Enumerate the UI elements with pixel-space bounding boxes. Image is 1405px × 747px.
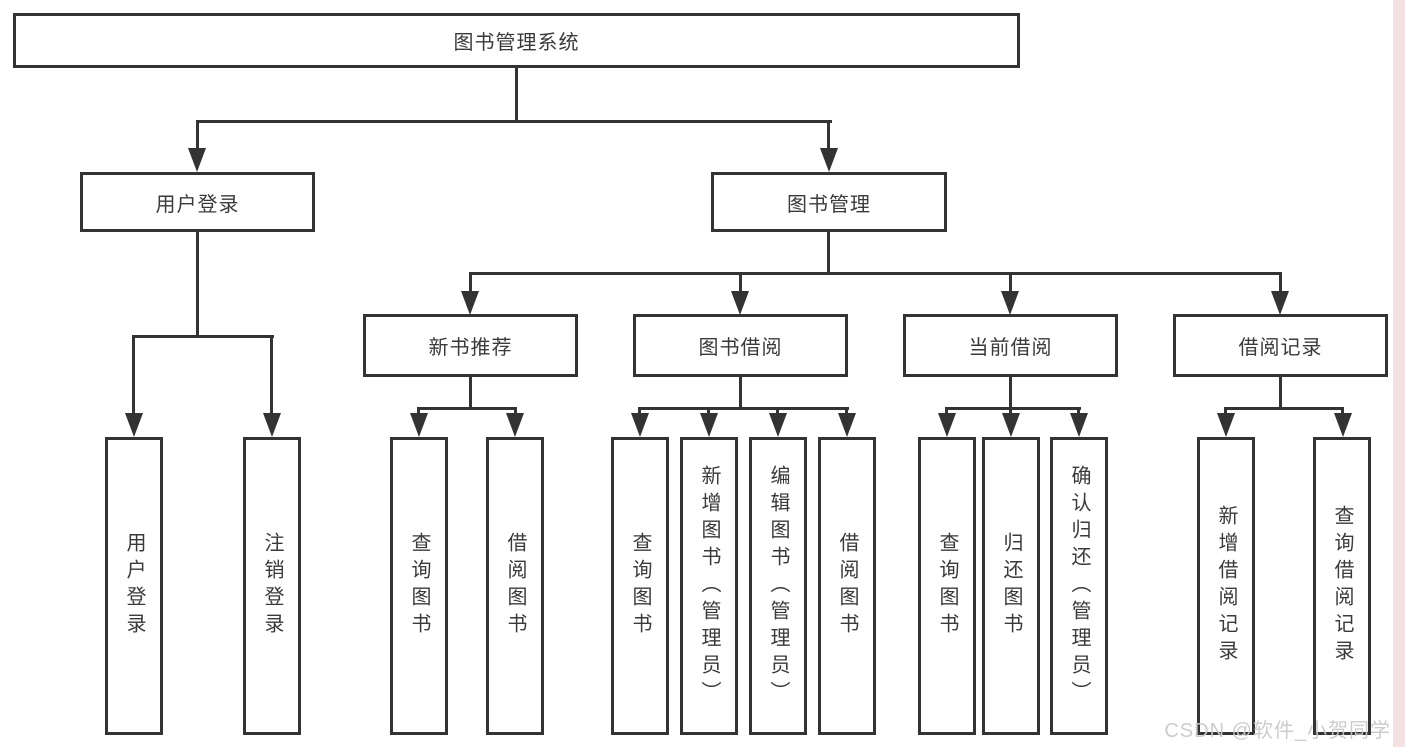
leaf-label: 查询图书 (936, 532, 958, 640)
connector-stem-nb-query (417, 407, 420, 416)
connector-current-borrow-rail (945, 407, 1081, 410)
leaf-bb-borrow-books: 借阅图书 (818, 437, 876, 735)
connector-book-mgmt-trunk (827, 232, 830, 275)
connector-stem-new-books (469, 272, 472, 294)
connector-stem-logout-leaf (270, 335, 273, 416)
connector-root-rail (196, 120, 832, 123)
leaf-bb-edit-books-admin: 编辑图书（管理员） (749, 437, 807, 735)
arrowhead-bb-borrow (838, 413, 856, 437)
leaf-label: 新增图书（管理员） (698, 464, 720, 708)
leaf-label: 确认归还（管理员） (1068, 464, 1090, 708)
arrowhead-current-borrow (1001, 291, 1019, 315)
arrowhead-nb-query (410, 413, 428, 437)
leaf-br-add-record: 新增借阅记录 (1197, 437, 1255, 735)
connector-book-borrow-rail (638, 407, 849, 410)
leaf-label: 查询借阅记录 (1331, 505, 1353, 667)
connector-new-books-rail (417, 407, 517, 410)
leaf-label: 编辑图书（管理员） (767, 464, 789, 708)
node-new-book-recommend: 新书推荐 (363, 314, 578, 377)
connector-stem-book-borrow (739, 272, 742, 294)
connector-stem-nb-borrow (514, 407, 517, 416)
node-label: 图书管理系统 (453, 32, 580, 54)
right-edge-strip (1393, 0, 1405, 747)
connector-new-books-trunk (469, 377, 472, 410)
leaf-cb-confirm-return-admin: 确认归还（管理员） (1050, 437, 1108, 735)
leaf-bb-add-books-admin: 新增图书（管理员） (680, 437, 738, 735)
connector-root-trunk (515, 68, 518, 123)
connector-stem-bb-edit (776, 407, 779, 416)
connector-stem-bb-borrow (845, 407, 848, 416)
arrowhead-br-add (1217, 413, 1235, 437)
connector-stem-user-login (196, 120, 199, 150)
connector-stem-borrow-records (1279, 272, 1282, 294)
leaf-label: 借阅图书 (836, 532, 858, 640)
csdn-watermark: CSDN @软件_小贺同学 (1164, 720, 1391, 742)
node-book-borrowing: 图书借阅 (633, 314, 848, 377)
arrowhead-bb-add (700, 413, 718, 437)
connector-borrow-records-rail (1224, 407, 1344, 410)
connector-book-mgmt-rail (469, 272, 1282, 275)
leaf-cb-return-books: 归还图书 (982, 437, 1040, 735)
connector-stem-book-mgmt (827, 120, 830, 150)
arrowhead-borrow-records (1271, 291, 1289, 315)
arrowhead-bb-query (631, 413, 649, 437)
connector-book-borrow-trunk (739, 377, 742, 410)
leaf-br-query-record: 查询借阅记录 (1313, 437, 1371, 735)
leaf-label: 用户登录 (123, 532, 145, 640)
leaf-label: 归还图书 (1000, 532, 1022, 640)
node-borrowing-records: 借阅记录 (1173, 314, 1388, 377)
arrowhead-cb-return (1002, 413, 1020, 437)
node-current-borrowing: 当前借阅 (903, 314, 1118, 377)
connector-stem-bb-add (707, 407, 710, 416)
connector-stem-cb-confirm (1077, 407, 1080, 416)
connector-stem-login-leaf (132, 335, 135, 416)
connector-borrow-records-trunk (1279, 377, 1282, 410)
node-library-management-system: 图书管理系统 (13, 13, 1020, 68)
connector-stem-cb-query (945, 407, 948, 416)
connector-stem-br-query (1341, 407, 1344, 416)
node-label: 借阅记录 (1238, 337, 1323, 359)
leaf-bb-query-books: 查询图书 (611, 437, 669, 735)
connector-stem-cb-return (1009, 407, 1012, 416)
node-user-login: 用户登录 (80, 172, 315, 232)
node-book-management: 图书管理 (711, 172, 947, 232)
leaf-nb-borrow-books: 借阅图书 (486, 437, 544, 735)
connector-stem-current-borrow (1009, 272, 1012, 294)
leaf-label: 查询图书 (408, 532, 430, 640)
leaf-logout: 注销登录 (243, 437, 301, 735)
arrowhead-logout-leaf (263, 413, 281, 437)
leaf-nb-query-books: 查询图书 (390, 437, 448, 735)
arrowhead-new-books (461, 291, 479, 315)
arrowhead-user-login (188, 148, 206, 172)
leaf-label: 查询图书 (629, 532, 651, 640)
leaf-cb-query-books: 查询图书 (918, 437, 976, 735)
connector-current-borrow-trunk (1009, 377, 1012, 410)
node-label: 新书推荐 (428, 337, 513, 359)
connector-user-login-trunk (196, 232, 199, 338)
node-label: 当前借阅 (968, 337, 1053, 359)
arrowhead-book-mgmt (820, 148, 838, 172)
leaf-label: 注销登录 (261, 532, 283, 640)
arrowhead-book-borrow (731, 291, 749, 315)
node-label: 图书管理 (787, 193, 871, 216)
leaf-user-login: 用户登录 (105, 437, 163, 735)
leaf-label: 新增借阅记录 (1215, 505, 1237, 667)
connector-user-login-rail (132, 335, 274, 338)
arrowhead-bb-edit (769, 413, 787, 437)
connector-stem-bb-query (638, 407, 641, 416)
node-label: 图书借阅 (698, 337, 783, 359)
arrowhead-cb-confirm (1070, 413, 1088, 437)
arrowhead-cb-query (938, 413, 956, 437)
connector-stem-br-add (1224, 407, 1227, 416)
leaf-label: 借阅图书 (504, 532, 526, 640)
arrowhead-nb-borrow (506, 413, 524, 437)
arrowhead-br-query (1334, 413, 1352, 437)
arrowhead-login-leaf (125, 413, 143, 437)
node-label: 用户登录 (155, 193, 240, 216)
